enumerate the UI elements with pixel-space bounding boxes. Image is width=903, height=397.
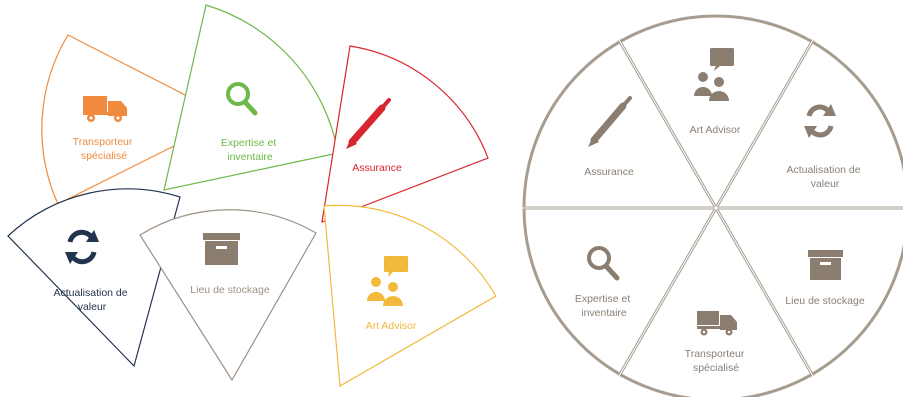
- svg-text:Art Advisor: Art Advisor: [366, 320, 417, 332]
- magnifier-icon: [226, 82, 258, 116]
- wheel-stockage-label: Lieu de stockage: [785, 295, 865, 307]
- svg-text:Assurance: Assurance: [352, 162, 402, 174]
- storage-box-icon: [203, 233, 240, 265]
- svg-text:Assurance: Assurance: [584, 166, 634, 178]
- truck-icon: [697, 311, 737, 336]
- wheel-expertise-label-line2: inventaire: [581, 307, 627, 319]
- actualisation-label-line2: valeur: [78, 301, 107, 313]
- expertise-label-line2: inventaire: [227, 151, 273, 163]
- svg-text:Lieu de stockage: Lieu de stockage: [190, 284, 270, 296]
- svg-text:Actualisation de valeur: Actualisation de valeur: [53, 287, 130, 313]
- truck-icon: [83, 96, 127, 122]
- storage-box-icon: [808, 250, 843, 280]
- wheel-inner-lines: [523, 39, 903, 377]
- wheel-actualisation-label-line1: Actualisation de: [786, 164, 860, 176]
- sector-assurance: Assurance: [321, 45, 489, 223]
- sector-stockage: Lieu de stockage: [139, 209, 317, 382]
- wheel-actualisation-label-line2: valeur: [811, 178, 840, 190]
- svg-text:Actualisation de valeur: Actualisation de valeur: [786, 164, 863, 190]
- sector-advisor: Art Advisor: [323, 204, 497, 387]
- svg-text:Transporteur spécialisé: Transporteur spécialisé: [685, 348, 748, 374]
- svg-text:Expertise et inventaire: Expertise et inventaire: [575, 293, 633, 319]
- wheel-segment-art-advisor: Art Advisor: [690, 48, 741, 136]
- sector-actualisation: Actualisation de valeur: [7, 188, 181, 368]
- wheel-segment-assurance: Assurance: [584, 96, 634, 178]
- advisor-label: Art Advisor: [366, 320, 417, 332]
- advisor-people-icon: [694, 48, 734, 101]
- advisor-people-icon: [367, 256, 408, 306]
- transporter-label-line1: Transporteur: [73, 136, 133, 148]
- sector-expertise: Expertise et inventaire: [163, 4, 339, 191]
- svg-text:Expertise et inventaire: Expertise et inventaire: [221, 137, 279, 163]
- pen-icon: [588, 96, 632, 147]
- wheel-transporter-label-line2: spécialisé: [693, 362, 739, 374]
- wheel: [522, 14, 903, 397]
- wheel-art-advisor-label: Art Advisor: [690, 124, 741, 136]
- wheel-segment-transporter: Transporteur spécialisé: [685, 311, 748, 374]
- actualisation-label-line1: Actualisation de: [53, 287, 127, 299]
- svg-text:Transporteur spécialisé: Transporteur spécialisé: [73, 136, 136, 162]
- sector-transporter: Transporteur spécialisé: [41, 34, 232, 205]
- wheel-segment-actualisation: Actualisation de valeur: [786, 104, 863, 190]
- pen-icon: [346, 98, 391, 149]
- wheel-expertise-label-line1: Expertise et: [575, 293, 631, 305]
- wheel-segment-expertise: Expertise et inventaire: [575, 246, 633, 319]
- refresh-icon: [804, 104, 836, 138]
- refresh-icon: [65, 229, 99, 265]
- wheel-assurance-label: Assurance: [584, 166, 634, 178]
- assurance-label: Assurance: [352, 162, 402, 174]
- expertise-label-line1: Expertise et: [221, 137, 277, 149]
- stockage-label: Lieu de stockage: [190, 284, 270, 296]
- wheel-transporter-label-line1: Transporteur: [685, 348, 745, 360]
- magnifier-icon: [587, 246, 620, 281]
- transporter-label-line2: spécialisé: [81, 150, 127, 162]
- svg-text:Lieu de stockage: Lieu de stockage: [785, 295, 865, 307]
- svg-text:Art Advisor: Art Advisor: [690, 124, 741, 136]
- wheel-segment-stockage: Lieu de stockage: [785, 250, 865, 307]
